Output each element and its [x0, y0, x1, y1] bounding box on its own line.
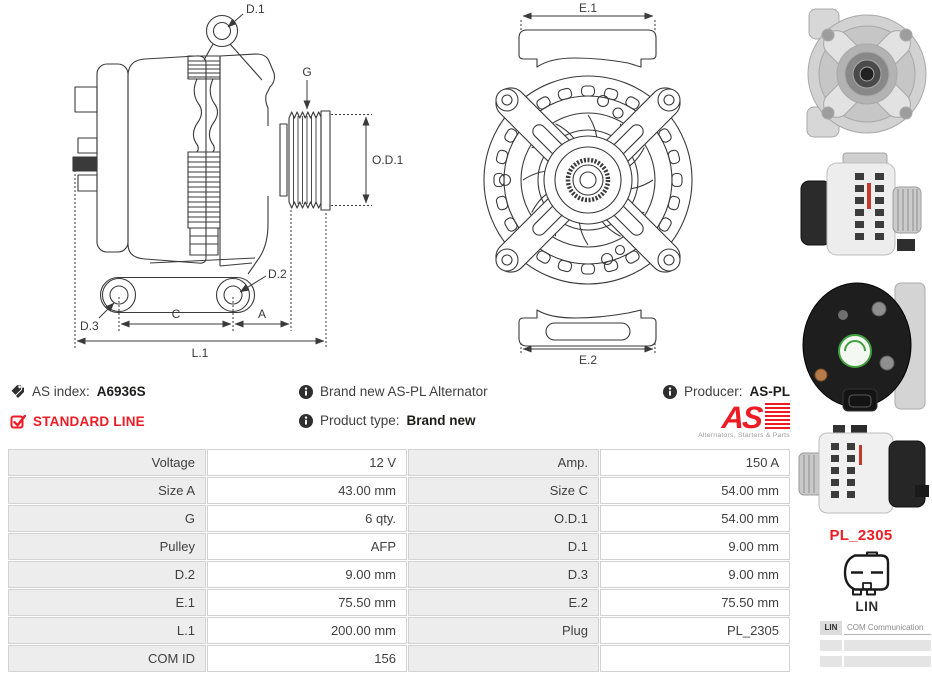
- tag-icon: [10, 384, 25, 399]
- dim-label-a: A: [258, 307, 266, 321]
- com-row: LIN COM Communication: [820, 621, 931, 635]
- dim-label-e1: E.1: [579, 1, 597, 15]
- spec-value: 75.50 mm: [600, 589, 790, 616]
- spec-value: 156: [207, 645, 407, 672]
- aspl-logo-tagline: Alternators, Starters & Parts: [698, 432, 790, 439]
- dim-label-e2: E.2: [579, 353, 597, 367]
- dim-label-c: C: [172, 307, 181, 321]
- spec-label: Plug: [408, 617, 599, 644]
- description-row: Brand new AS-PL Alternator: [299, 384, 488, 399]
- dim-label-l1: L.1: [192, 346, 209, 360]
- product-photo-side-left[interactable]: [797, 423, 932, 522]
- side-view-drawing: [72, 14, 331, 314]
- dim-label-g: G: [302, 65, 311, 79]
- standard-line-badge: STANDARD LINE: [10, 413, 145, 429]
- product-type-label: Product type:: [320, 413, 400, 428]
- as-index-value: A6936S: [96, 384, 146, 399]
- spec-label: D.3: [408, 561, 599, 588]
- spec-label: E.1: [8, 589, 206, 616]
- dim-label-d3: D.3: [80, 319, 99, 333]
- product-type-value: Brand new: [406, 413, 476, 428]
- product-type-row: Product type: Brand new: [299, 413, 476, 428]
- spec-label: Voltage: [8, 449, 206, 476]
- producer-row: Producer: AS-PL: [662, 384, 791, 399]
- spec-value: PL_2305: [600, 617, 790, 644]
- product-photo-front[interactable]: [797, 3, 932, 145]
- spec-label: Pulley: [8, 533, 206, 560]
- com-description: COM Communication: [844, 621, 931, 635]
- dim-label-d2: D.2: [268, 267, 287, 281]
- as-index-label: AS index:: [32, 384, 90, 399]
- spec-label: [408, 645, 599, 672]
- info-icon: [299, 384, 313, 399]
- com-row-empty: [820, 640, 931, 651]
- producer-value: AS-PL: [749, 384, 791, 399]
- spec-value: 6 qty.: [207, 505, 407, 532]
- technical-drawing: D.1 G O.D.1 D.2 D.3 C A L.1 E.1 E.2: [72, 1, 693, 367]
- product-photo-side-right[interactable]: [797, 147, 932, 269]
- spec-value: 9.00 mm: [600, 533, 790, 560]
- aspl-logo: AS Alternators, Starters & Parts: [698, 400, 790, 439]
- spec-label: G: [8, 505, 206, 532]
- dim-label-d1: D.1: [246, 2, 265, 16]
- com-communication-table: LIN COM Communication: [820, 621, 931, 672]
- spec-value: 54.00 mm: [600, 505, 790, 532]
- producer-label: Producer:: [683, 384, 743, 399]
- spec-label: D.1: [408, 533, 599, 560]
- plug-connector-icon: [843, 551, 890, 596]
- spec-label: Size C: [408, 477, 599, 504]
- vent-slots: [493, 85, 683, 275]
- spec-label: O.D.1: [408, 505, 599, 532]
- spec-value: 9.00 mm: [600, 561, 790, 588]
- product-photo-rear[interactable]: [799, 271, 932, 421]
- as-index-row: AS index: A6936S: [10, 384, 146, 399]
- description-text: Brand new AS-PL Alternator: [320, 384, 488, 399]
- dim-label-od1: O.D.1: [372, 153, 404, 167]
- checkbox-checked-icon: [10, 413, 26, 429]
- plug-code: PL_2305: [829, 527, 893, 544]
- spec-label: Amp.: [408, 449, 599, 476]
- aspl-logo-stripes: [765, 402, 790, 429]
- spec-label: L.1: [8, 617, 206, 644]
- com-row-empty: [820, 656, 931, 667]
- spec-value: AFP: [207, 533, 407, 560]
- plug-type-label: LIN: [855, 599, 879, 614]
- standard-line-label: STANDARD LINE: [33, 413, 145, 429]
- aspl-logo-text: AS: [720, 400, 763, 435]
- spec-label: COM ID: [8, 645, 206, 672]
- spec-value: 43.00 mm: [207, 477, 407, 504]
- front-view-drawing: [483, 29, 693, 347]
- spec-value: 54.00 mm: [600, 477, 790, 504]
- spec-table: Voltage 12 V Amp. 150 A Size A 43.00 mm …: [8, 449, 790, 672]
- spec-label: D.2: [8, 561, 206, 588]
- spec-label: Size A: [8, 477, 206, 504]
- dimension-lines: [74, 12, 656, 354]
- info-icon: [299, 413, 313, 428]
- spec-value: 75.50 mm: [207, 589, 407, 616]
- spec-value: 12 V: [207, 449, 407, 476]
- com-protocol: LIN: [820, 621, 842, 635]
- spec-value: 200.00 mm: [207, 617, 407, 644]
- spec-label: E.2: [408, 589, 599, 616]
- info-icon: [662, 384, 677, 399]
- spec-value: [600, 645, 790, 672]
- spec-value: 150 A: [600, 449, 790, 476]
- spec-value: 9.00 mm: [207, 561, 407, 588]
